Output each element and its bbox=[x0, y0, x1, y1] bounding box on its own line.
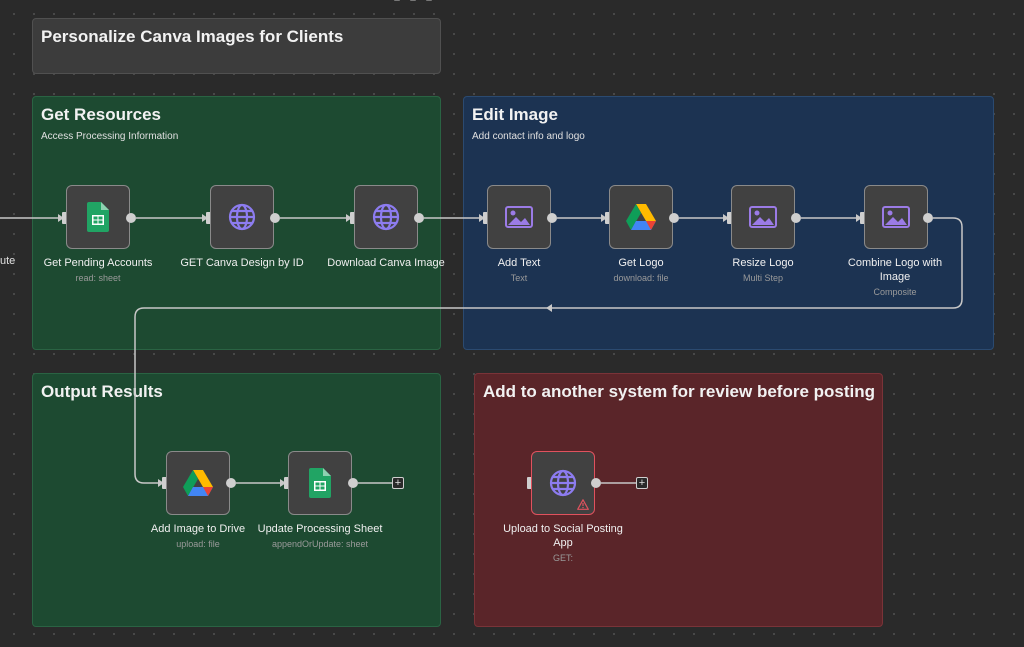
node-label: Upload to Social Posting App bbox=[503, 523, 623, 549]
arrow-marker bbox=[280, 479, 286, 487]
output-port[interactable] bbox=[591, 478, 601, 488]
google-drive-icon bbox=[626, 204, 656, 230]
image-icon bbox=[505, 206, 533, 228]
arrow-marker bbox=[723, 214, 729, 222]
output-port[interactable] bbox=[923, 213, 933, 223]
node-subtitle: read: sheet bbox=[75, 273, 121, 283]
output-port[interactable] bbox=[414, 213, 424, 223]
image-icon bbox=[749, 206, 777, 228]
node-label: Resize Logo bbox=[732, 257, 794, 269]
node-subtitle: GET: bbox=[552, 553, 573, 563]
image-icon bbox=[882, 206, 910, 228]
node-get-logo[interactable] bbox=[609, 185, 673, 249]
input-port[interactable] bbox=[605, 212, 610, 224]
sticky-workflow-title[interactable]: Personalize Canva Images for Clients bbox=[32, 18, 441, 74]
warning-icon[interactable] bbox=[577, 499, 589, 510]
node-subtitle: Composite bbox=[873, 287, 917, 297]
input-port[interactable] bbox=[162, 477, 167, 489]
node-combine-logo[interactable] bbox=[864, 185, 928, 249]
toolbar-icons[interactable] bbox=[392, 0, 440, 4]
add-node-button[interactable]: + bbox=[636, 477, 648, 489]
input-port[interactable] bbox=[483, 212, 488, 224]
node-label: Combine Logo with Image bbox=[847, 257, 943, 283]
arrow-marker bbox=[58, 214, 64, 222]
node-label: Add Image to Drive bbox=[150, 523, 246, 535]
google-sheets-icon bbox=[87, 202, 109, 232]
arrow-marker bbox=[346, 214, 352, 222]
node-download-canva-image[interactable] bbox=[354, 185, 418, 249]
sticky-output-results[interactable]: Output Results bbox=[32, 373, 441, 627]
input-port[interactable] bbox=[284, 477, 289, 489]
node-label: Update Processing Sheet bbox=[257, 523, 383, 535]
input-port[interactable] bbox=[860, 212, 865, 224]
arrow-marker bbox=[856, 214, 862, 222]
globe-icon bbox=[549, 469, 577, 497]
sticky-title: Output Results bbox=[41, 382, 163, 401]
arrow-marker bbox=[158, 479, 164, 487]
node-get-pending-accounts[interactable] bbox=[66, 185, 130, 249]
input-port[interactable] bbox=[527, 477, 532, 489]
arrow-marker bbox=[601, 214, 607, 222]
output-port[interactable] bbox=[669, 213, 679, 223]
sticky-toolbar-icons[interactable] bbox=[392, 0, 440, 6]
output-port[interactable] bbox=[547, 213, 557, 223]
sticky-subtitle: Access Processing Information bbox=[41, 131, 179, 142]
add-node-button[interactable]: + bbox=[392, 477, 404, 489]
input-port[interactable] bbox=[350, 212, 355, 224]
node-label: Get Logo bbox=[618, 257, 664, 269]
node-subtitle: Text bbox=[510, 273, 528, 283]
node-subtitle: upload: file bbox=[176, 539, 220, 549]
output-port[interactable] bbox=[791, 213, 801, 223]
globe-icon bbox=[372, 203, 400, 231]
output-port[interactable] bbox=[270, 213, 280, 223]
workflow-title: Personalize Canva Images for Clients bbox=[41, 27, 344, 46]
node-subtitle: download: file bbox=[613, 273, 669, 283]
node-label: Get Pending Accounts bbox=[43, 257, 153, 269]
node-label: Add Text bbox=[497, 257, 541, 269]
node-subtitle: Multi Step bbox=[742, 273, 784, 283]
sticky-title: Add to another system for review before … bbox=[483, 382, 876, 401]
node-add-text[interactable] bbox=[487, 185, 551, 249]
sticky-title: Edit Image bbox=[472, 105, 558, 124]
input-port[interactable] bbox=[206, 212, 211, 224]
sticky-subtitle: Add contact info and logo bbox=[472, 131, 585, 142]
globe-icon bbox=[228, 203, 256, 231]
output-port[interactable] bbox=[226, 478, 236, 488]
cut-off-node-label: ute bbox=[0, 255, 16, 267]
node-upload-social-posting[interactable] bbox=[531, 451, 595, 515]
arrow-marker bbox=[479, 214, 485, 222]
node-update-processing-sheet[interactable] bbox=[288, 451, 352, 515]
input-port[interactable] bbox=[62, 212, 67, 224]
node-label: Download Canva Image bbox=[327, 257, 445, 269]
node-subtitle: appendOrUpdate: sheet bbox=[271, 539, 369, 549]
google-drive-icon bbox=[183, 470, 213, 496]
arrow-marker bbox=[202, 214, 208, 222]
arrow-marker bbox=[546, 304, 552, 312]
google-sheets-icon bbox=[309, 468, 331, 498]
output-port[interactable] bbox=[348, 478, 358, 488]
node-get-canva-design[interactable] bbox=[210, 185, 274, 249]
output-port[interactable] bbox=[126, 213, 136, 223]
node-add-image-to-drive[interactable] bbox=[166, 451, 230, 515]
sticky-title: Get Resources bbox=[41, 105, 161, 124]
node-label: GET Canva Design by ID bbox=[180, 257, 304, 269]
node-resize-logo[interactable] bbox=[731, 185, 795, 249]
input-port[interactable] bbox=[727, 212, 732, 224]
